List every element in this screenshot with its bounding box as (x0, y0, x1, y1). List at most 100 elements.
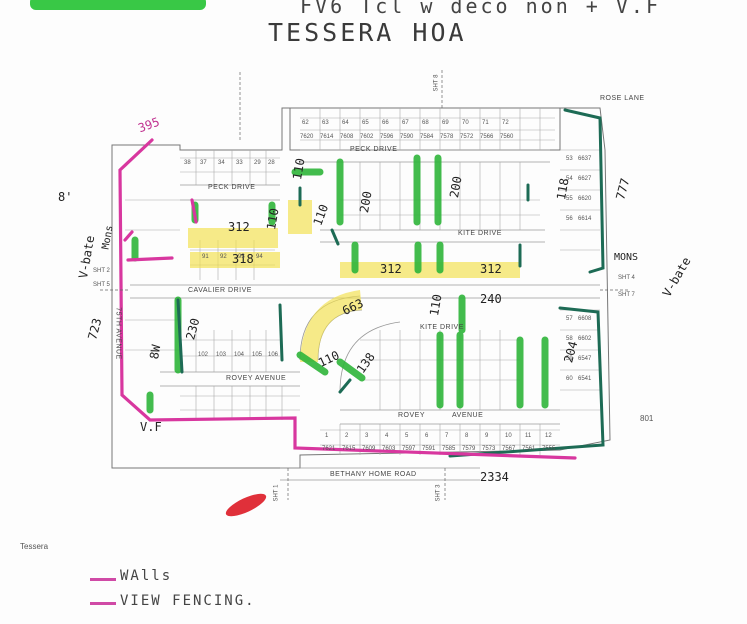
lot-93: 93 (238, 254, 245, 260)
lot-72: 72 (502, 120, 509, 126)
lot-29: 29 (254, 160, 261, 166)
annotation-312-b: 312 (380, 262, 402, 276)
addr-6541: 6541 (578, 376, 592, 382)
lot-11: 11 (525, 433, 532, 439)
street-75th-avenue: 75TH AVENUE (114, 307, 122, 360)
red-scribble-mark (225, 493, 267, 517)
street-bethany-home-road: BETHANY HOME ROAD (330, 471, 417, 478)
addr-7560: 7560 (500, 134, 514, 140)
lot-94: 94 (256, 254, 263, 260)
lot-71: 71 (482, 120, 489, 126)
lot-62: 62 (302, 120, 309, 126)
annotation-312-a: 312 (228, 220, 250, 234)
annotation-312-c: 312 (480, 262, 502, 276)
top-handwritten-note: FV6 Tcl w deco non + V.F (300, 0, 661, 18)
lot-34: 34 (218, 160, 225, 166)
addr-7609: 7609 (362, 446, 376, 452)
lot-60: 60 (566, 376, 573, 382)
lot-37: 37 (200, 160, 207, 166)
addr-7561: 7561 (522, 446, 536, 452)
street-rose-lane: ROSE LANE (600, 95, 645, 102)
addr-7614: 7614 (320, 134, 334, 140)
annotation-8w: 8W (147, 343, 164, 361)
legend-walls-label: WAlls (120, 568, 173, 584)
footer-label: Tessera (20, 542, 49, 551)
sheet-label-8: SHT 8 (433, 74, 440, 92)
lot-2: 2 (345, 433, 349, 439)
street-cavalier-drive: CAVALIER DRIVE (188, 287, 252, 294)
addr-7573: 7573 (482, 446, 496, 452)
lot-66: 66 (382, 120, 389, 126)
legend-view-fencing-swatch (90, 602, 116, 605)
lot-38: 38 (184, 160, 191, 166)
lot-102: 102 (198, 352, 209, 358)
subdivision-boundary (111, 107, 611, 469)
addr-7590: 7590 (400, 134, 414, 140)
street-peck-drive-left: PECK DRIVE (208, 184, 256, 191)
lot-103: 103 (216, 352, 227, 358)
lot-92: 92 (220, 254, 227, 260)
street-kite-drive-mid: KITE DRIVE (420, 324, 464, 331)
lot-105: 105 (252, 352, 263, 358)
sheet-label-2: SHT 2 (93, 268, 110, 274)
lot-10: 10 (505, 433, 512, 439)
addr-6602: 6602 (578, 336, 592, 342)
annotation-318: 318 (232, 252, 254, 266)
lot-68: 68 (422, 120, 429, 126)
lot-104: 104 (234, 352, 245, 358)
view-fence-lines (176, 108, 605, 458)
sheet-label-7: SHT 7 (618, 292, 635, 298)
addr-7584: 7584 (420, 134, 434, 140)
addr-7621: 7621 (322, 446, 336, 452)
lot-5: 5 (405, 433, 409, 439)
lot-67: 67 (402, 120, 409, 126)
lot-106: 106 (268, 352, 279, 358)
lot-56: 56 (566, 216, 573, 222)
lot-57: 57 (566, 316, 573, 322)
lot-69: 69 (442, 120, 449, 126)
addr-7555: 7555 (542, 446, 556, 452)
sheet-label-1: SHT 1 (273, 484, 280, 502)
sheet-label-5: SHT 5 (93, 282, 110, 288)
legend-walls-swatch (90, 578, 116, 581)
street-kite-drive: KITE DRIVE (458, 230, 502, 237)
lot-7: 7 (445, 433, 449, 439)
lot-6: 6 (425, 433, 429, 439)
lot-12: 12 (545, 433, 552, 439)
annotation-view-fence: V.F (140, 420, 162, 434)
lot-3: 3 (365, 433, 369, 439)
addr-7608: 7608 (340, 134, 354, 140)
addr-7585: 7585 (442, 446, 456, 452)
addr-7579: 7579 (462, 446, 476, 452)
lot-55: 55 (566, 196, 573, 202)
lot-59: 59 (566, 356, 573, 362)
annotation-mons-right: MONS (614, 252, 639, 263)
lot-58: 58 (566, 336, 573, 342)
addr-6627: 6627 (578, 176, 592, 182)
lot-1: 1 (325, 433, 329, 439)
addr-6637: 6637 (578, 156, 592, 162)
sheet-label-4: SHT 4 (618, 275, 635, 281)
lot-53: 53 (566, 156, 573, 162)
addr-6547: 6547 (578, 356, 592, 362)
street-avenue: AVENUE (452, 412, 484, 419)
addr-7566: 7566 (480, 134, 494, 140)
street-rovey-avenue: ROVEY AVENUE (226, 375, 287, 382)
scale-tag: 801 (640, 414, 654, 423)
lot-28: 28 (268, 160, 275, 166)
annotation-240: 240 (480, 292, 502, 306)
lot-4: 4 (385, 433, 389, 439)
addr-7572: 7572 (460, 134, 474, 140)
addr-6614: 6614 (578, 216, 592, 222)
annotation-8ft: 8' (58, 190, 73, 204)
addr-7620: 7620 (300, 134, 314, 140)
addr-7602: 7602 (360, 134, 374, 140)
addr-7578: 7578 (440, 134, 454, 140)
addr-7596: 7596 (380, 134, 394, 140)
lot-63: 63 (322, 120, 329, 126)
addr-7603: 7603 (382, 446, 396, 452)
addr-6620: 6620 (578, 196, 592, 202)
addr-7597: 7597 (402, 446, 416, 452)
wall-lines (118, 138, 577, 460)
